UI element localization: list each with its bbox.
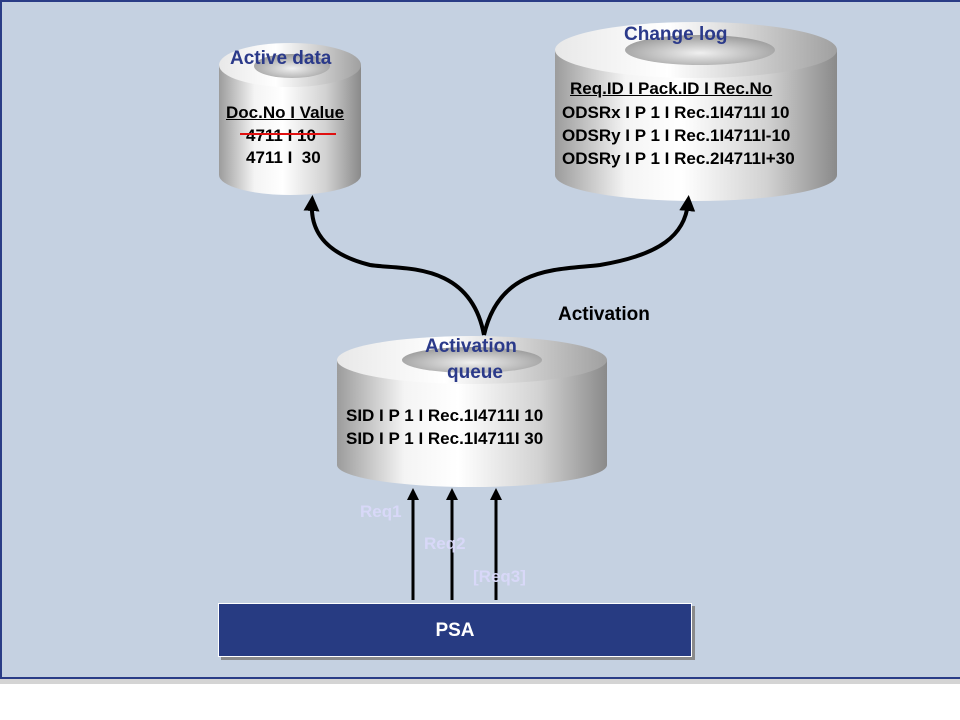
activation-label: Activation — [558, 304, 650, 325]
request-label-1: Req1 — [360, 502, 402, 521]
active-data-row-struck: 4711 I 10 — [246, 126, 316, 145]
change-log-cylinder — [555, 22, 837, 201]
activation-arrow-to-active-data — [303, 195, 486, 336]
change-log-row-3: ODSRy I P 1 I Rec.2I4711I+30 — [562, 149, 795, 168]
active-data-header: Doc.No I Value — [226, 103, 345, 122]
panel-shadow — [0, 679, 960, 684]
change-log-header: Req.ID I Pack.ID I Rec.No — [570, 79, 773, 98]
request-label-3: [Req3] — [473, 567, 526, 586]
change-log-row-1: ODSRx I P 1 I Rec.1I4711I 10 — [562, 103, 790, 122]
psa-box: PSA — [218, 603, 692, 657]
activation-queue-title-line2: queue — [447, 362, 503, 383]
active-data-title: Active data — [230, 48, 332, 69]
strikethrough-line — [240, 133, 336, 135]
active-data-cylinder — [219, 43, 361, 195]
activation-queue-row-1: SID I P 1 I Rec.1I4711I 10 — [346, 406, 544, 425]
psa-label: PSA — [435, 620, 475, 641]
activation-queue-title-line1: Activation — [425, 336, 517, 357]
request-label-2: Req2 — [424, 534, 466, 553]
activation-arrow-to-change-log — [482, 195, 696, 336]
change-log-title: Change log — [624, 24, 728, 45]
activation-queue-cylinder — [337, 336, 607, 487]
active-data-row: 4711 I 30 — [246, 148, 321, 167]
change-log-row-2: ODSRy I P 1 I Rec.1I4711I-10 — [562, 126, 791, 145]
activation-queue-row-2: SID I P 1 I Rec.1I4711I 30 — [346, 429, 544, 448]
